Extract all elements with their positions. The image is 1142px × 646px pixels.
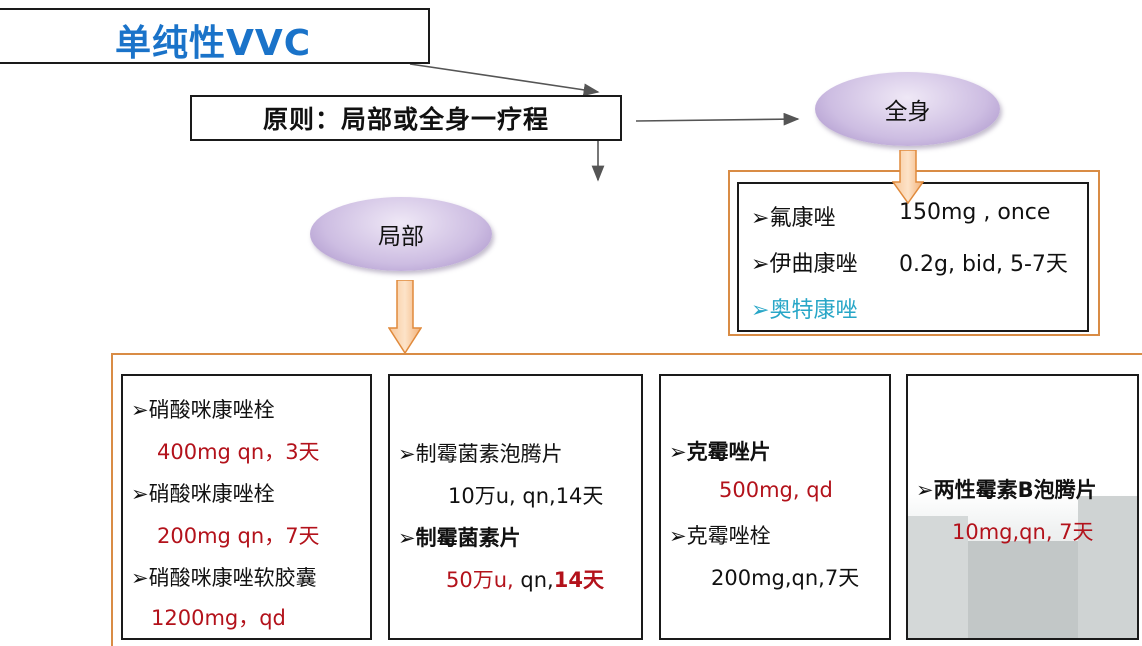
principle-box: 原则：局部或全身一疗程 xyxy=(190,95,622,141)
bullet-arrow-icon: ➢ xyxy=(669,440,687,464)
drug-name: ➢硝酸咪康唑栓 xyxy=(131,482,275,506)
drug-name: ➢两性霉素B泡腾片 xyxy=(916,478,1097,502)
background-building-image xyxy=(908,516,968,638)
drug-dose: 400mg qn，3天 xyxy=(157,440,320,464)
principle-to-systemic-arrow xyxy=(635,112,800,126)
systemic-item-fluconazole: ➢氟康唑 150mg , once xyxy=(751,200,1050,232)
drug-dose: 0.2g, bid, 5-7天 xyxy=(899,252,1068,277)
slide-title: 单纯性VVC xyxy=(115,23,312,64)
systemic-node: 全身 xyxy=(815,72,1000,146)
bullet-arrow-icon: ➢ xyxy=(916,478,934,502)
title-to-principle-arrow xyxy=(409,63,600,97)
background-building-image xyxy=(968,541,1078,638)
drug-dose: 500mg, qd xyxy=(719,478,833,502)
local-drug-box-nystatin: ➢制霉菌素泡腾片 10万u, qn,14天 ➢制霉菌素片 50万u, qn,14… xyxy=(388,374,643,640)
drug-name: ➢克霉唑片 xyxy=(669,440,771,464)
bullet-arrow-icon: ➢ xyxy=(751,206,770,231)
drug-dose: 10万u, qn,14天 xyxy=(448,484,604,508)
drug-name: ➢制霉菌素片 xyxy=(398,526,521,550)
bullet-arrow-icon: ➢ xyxy=(398,526,416,550)
drug-dose: 50万u, qn,14天 xyxy=(446,568,604,592)
drug-name: ➢硝酸咪康唑软胶囊 xyxy=(131,566,317,590)
local-drug-box-amphotericin: ➢两性霉素B泡腾片 10mg,qn, 7天 xyxy=(906,374,1139,640)
down-arrow-systemic-icon xyxy=(892,150,924,204)
drug-dose: 150mg , once xyxy=(899,200,1051,225)
drug-dose: 200mg qn，7天 xyxy=(157,524,320,548)
local-node: 局部 xyxy=(310,197,492,271)
drug-dose: 10mg,qn, 7天 xyxy=(952,520,1094,544)
background-building-image xyxy=(1078,496,1137,638)
systemic-drug-box: ➢氟康唑 150mg , once ➢伊曲康唑 0.2g, bid, 5-7天 … xyxy=(737,182,1089,332)
bullet-arrow-icon: ➢ xyxy=(751,252,770,277)
systemic-item-itraconazole: ➢伊曲康唑 0.2g, bid, 5-7天 xyxy=(751,246,1068,278)
bullet-arrow-icon: ➢ xyxy=(751,298,770,323)
systemic-item-oteseconazole: ➢奥特康唑 xyxy=(751,292,857,324)
local-drug-box-clotrimazole: ➢克霉唑片 500mg, qd ➢克霉唑栓 200mg,qn,7天 xyxy=(659,374,891,640)
drug-name: ➢硝酸咪康唑栓 xyxy=(131,398,275,422)
drug-dose: 200mg,qn,7天 xyxy=(711,566,860,590)
down-arrow-local-icon xyxy=(388,280,422,354)
local-drug-box-miconazole: ➢硝酸咪康唑栓 400mg qn，3天 ➢硝酸咪康唑栓 200mg qn，7天 … xyxy=(121,374,372,640)
drug-name: 奥特康唑 xyxy=(769,298,858,323)
drug-name: ➢制霉菌素泡腾片 xyxy=(398,442,563,466)
drug-name: ➢克霉唑栓 xyxy=(669,524,771,548)
title-box xyxy=(0,8,430,64)
drug-dose: 1200mg，qd xyxy=(151,606,286,630)
local-frame xyxy=(111,353,1142,646)
drug-name: 氟康唑 xyxy=(769,206,836,231)
drug-name: 伊曲康唑 xyxy=(769,252,858,277)
